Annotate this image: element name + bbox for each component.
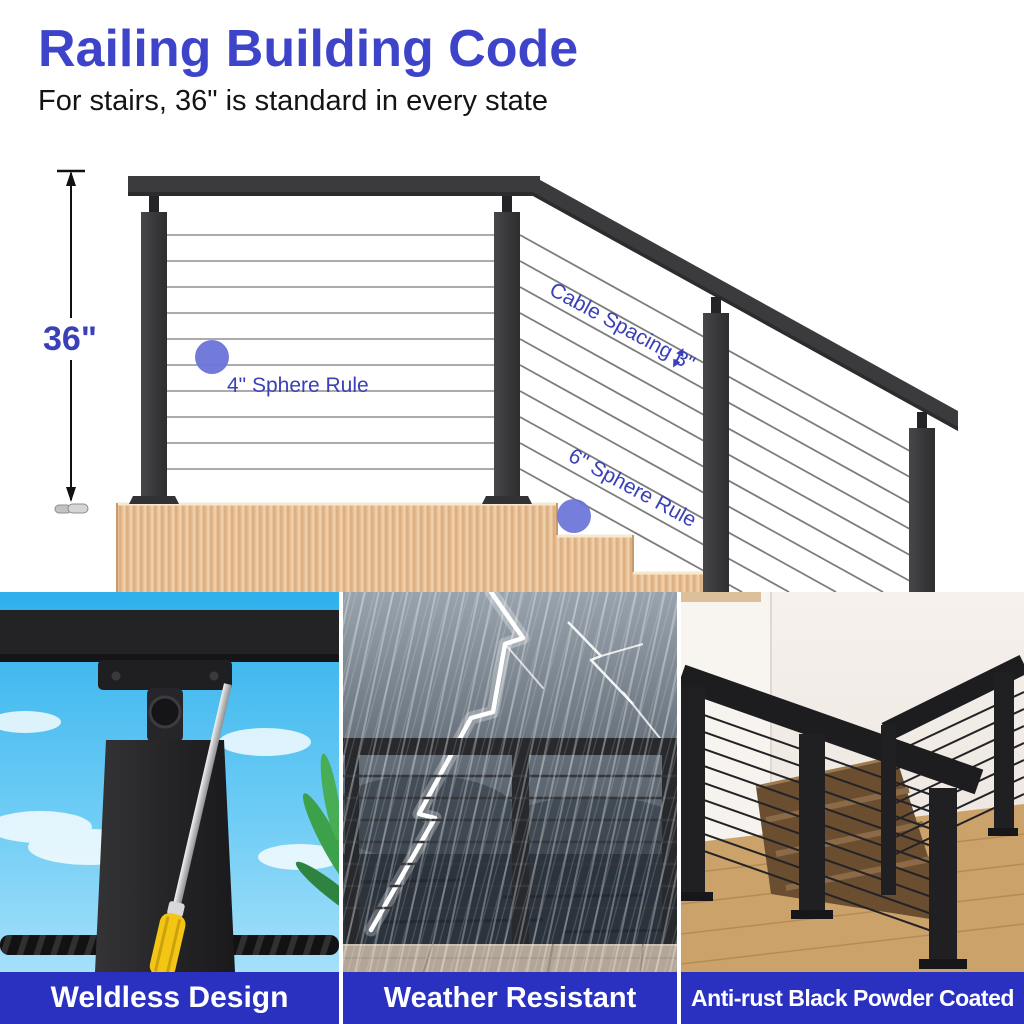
panel-caption-antirust: Anti-rust Black Powder Coated <box>681 972 1024 1024</box>
weldless-design-photo <box>0 592 339 972</box>
horizontal-cables <box>167 234 494 470</box>
post-connector <box>98 660 232 742</box>
railing-posts <box>681 672 1018 969</box>
railing-code-diagram: 36" 4" Sphere Rule Cable Spacing 3" 6" S… <box>43 169 958 592</box>
photo-strip: Weldless Design <box>0 592 1024 1024</box>
top-rail <box>0 610 339 662</box>
page-subtitle: For stairs, 36" is standard in every sta… <box>38 84 548 117</box>
cable-spacing-note: Cable Spacing 3" <box>546 278 699 375</box>
rain-overlay-2 <box>343 592 677 972</box>
posts <box>129 196 935 592</box>
height-dimension: 36" <box>43 169 97 514</box>
panel-weather-resistant: Weather Resistant <box>343 592 677 1024</box>
sphere-6-rule: 6" Sphere Rule <box>557 444 700 533</box>
sphere-4-rule: 4" Sphere Rule <box>195 340 369 397</box>
deck-and-stairs <box>116 502 711 592</box>
panel-weldless-design: Weldless Design <box>0 592 339 1024</box>
screwdriver-icon <box>149 683 232 972</box>
top-rail <box>128 176 958 431</box>
height-dimension-label: 36" <box>43 320 97 358</box>
header: Railing Building Code For stairs, 36" is… <box>38 22 578 118</box>
palm-leaves-icon <box>295 753 339 923</box>
sphere-4-icon <box>195 340 229 374</box>
upper-floor-edge <box>681 592 761 602</box>
weather-resistant-photo <box>343 592 677 972</box>
page-title: Railing Building Code <box>38 20 579 78</box>
sphere4-label: 4" Sphere Rule <box>227 374 369 397</box>
sphere-6-icon <box>557 499 591 533</box>
panel-anti-rust: Anti-rust Black Powder Coated <box>681 592 1024 1024</box>
panel-caption-weather: Weather Resistant <box>343 972 677 1024</box>
panel-caption-weldless: Weldless Design <box>0 972 339 1024</box>
anti-rust-photo <box>681 592 1024 972</box>
